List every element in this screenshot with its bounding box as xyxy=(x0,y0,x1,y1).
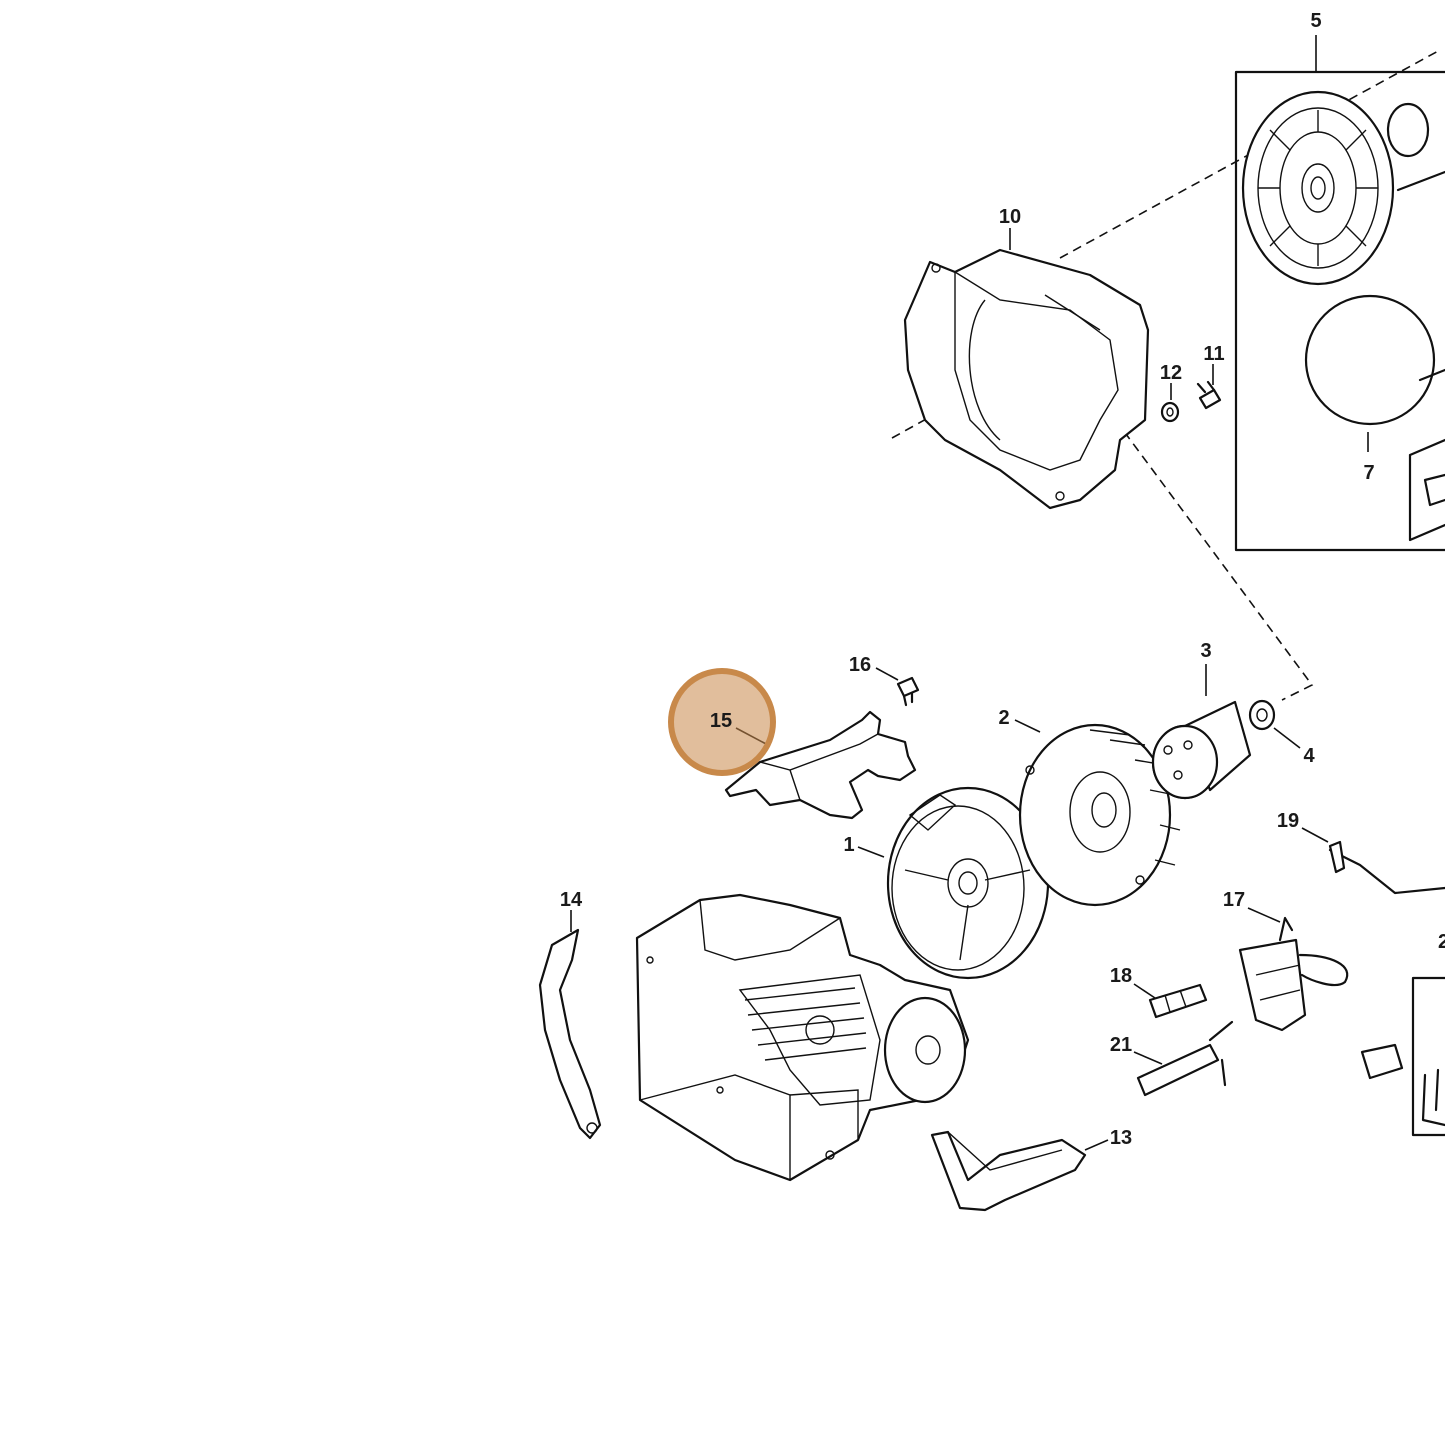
label-part-14[interactable]: 14 xyxy=(560,889,583,911)
label-part-11[interactable]: 11 xyxy=(1203,343,1224,365)
label-part-21[interactable]: 21 xyxy=(1110,1034,1132,1056)
label-part-16[interactable]: 16 xyxy=(849,654,871,676)
label-part-19[interactable]: 19 xyxy=(1277,810,1299,832)
part-2-flywheel[interactable] xyxy=(1014,719,1181,907)
part-17-ignition-module[interactable] xyxy=(1238,907,1349,1032)
part-10-fan-housing[interactable] xyxy=(903,228,1150,510)
label-part-4[interactable]: 4 xyxy=(1303,745,1315,767)
label-part-17[interactable]: 17 xyxy=(1223,889,1245,911)
part-21-wrench[interactable] xyxy=(1133,1020,1234,1097)
label-part-3[interactable]: 3 xyxy=(1200,640,1211,662)
part-18-spark-plug[interactable] xyxy=(1133,983,1208,1019)
part-number-labels: 1 2 3 4 5 7 10 11 12 13 14 15 16 17 18 1… xyxy=(560,10,1445,1149)
part-11-screw[interactable] xyxy=(1196,364,1222,410)
label-part-7[interactable]: 7 xyxy=(1363,462,1374,484)
part-13-cover[interactable] xyxy=(930,1130,1109,1212)
highlight-circle xyxy=(668,668,776,776)
part-1-clutch[interactable] xyxy=(857,786,1050,980)
part-3-hub[interactable] xyxy=(1151,664,1252,800)
part-19-wire[interactable] xyxy=(1301,827,1445,895)
label-part-12[interactable]: 12 xyxy=(1160,362,1182,384)
engine-block xyxy=(635,893,970,1182)
part-12-nut[interactable] xyxy=(1160,383,1180,423)
partial-subassembly-box[interactable] xyxy=(1360,976,1445,1137)
label-part-15[interactable]: 15 xyxy=(710,710,732,732)
label-part-5[interactable]: 5 xyxy=(1310,10,1321,32)
label-part-10[interactable]: 10 xyxy=(999,206,1021,228)
label-part-1[interactable]: 1 xyxy=(843,834,854,856)
part-5-recoil-starter-box[interactable] xyxy=(1234,35,1445,552)
part-14-clamp[interactable] xyxy=(538,910,602,1140)
label-part-18[interactable]: 18 xyxy=(1110,965,1132,987)
part-4-nut[interactable] xyxy=(1248,699,1301,749)
label-part-13[interactable]: 13 xyxy=(1110,1127,1132,1149)
label-part-2-partial[interactable]: 2 xyxy=(1438,931,1445,953)
label-part-2[interactable]: 2 xyxy=(998,707,1009,729)
part-16-bolt[interactable] xyxy=(875,667,920,707)
